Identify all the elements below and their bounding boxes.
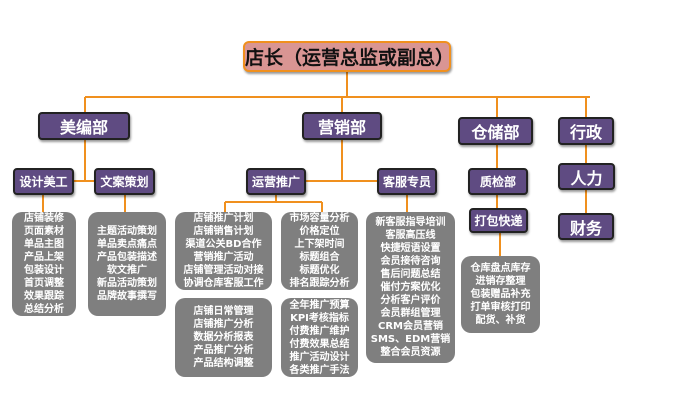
duty-item: 排名跟踪分析 (289, 278, 350, 289)
duty-item: 催付方案优化 (380, 282, 441, 293)
ops-duties-1: 店铺推广计划店铺销售计划渠道公关BD合作营销推广活动店铺管理活动对接协调仓库客服… (175, 212, 272, 290)
duty-item: 全年推广预算 (289, 299, 350, 311)
warehouse-duties: 仓库盘点库存进销存整理包装赠品补充打单审核打印配货、补货 (461, 256, 540, 333)
packing-node: 打包快递 (469, 208, 528, 233)
duty-item: 付费推广维护 (289, 325, 350, 337)
duty-item: 包装设计 (24, 265, 64, 276)
finance-node: 财务 (558, 213, 614, 240)
duty-item: 店铺日常管理 (193, 306, 254, 317)
duty-item: 标题优化 (299, 265, 340, 276)
duty-item: 首页调整 (24, 278, 64, 289)
duty-item: 效果跟踪 (24, 291, 64, 302)
duty-item: 推广活动设计 (289, 351, 350, 363)
duty-item: 店铺推广分析 (193, 319, 254, 330)
duty-item: 打单审核打印 (470, 302, 531, 313)
duty-item: 产品包装描述 (97, 252, 157, 263)
art-department-node: 美编部 (38, 112, 130, 140)
duty-item: 店铺装修 (24, 213, 64, 224)
design-duties: 店铺装修页面素材单品主图产品上架包装设计首页调整效果跟踪总结分析 (12, 212, 76, 316)
duty-item: 付费效果总结 (289, 338, 350, 350)
duty-item: 标题组合 (299, 252, 340, 263)
ops-duties-2: 市场容量分析价格定位上下架时间标题组合标题优化排名跟踪分析 (281, 212, 358, 290)
store-manager-node: 店长（运营总监或副总） (243, 41, 454, 72)
duty-item: 快捷短语设置 (380, 243, 441, 254)
duty-item: 协调仓库客服工作 (183, 278, 264, 289)
duty-item: CRM会员营销 (378, 321, 443, 332)
duty-item: 新客服指导培训 (375, 217, 446, 228)
duty-item: 单品卖点痛点 (97, 239, 157, 250)
duty-item: 分析客户评价 (380, 295, 441, 306)
warehouse-department-node: 仓储部 (458, 117, 533, 145)
duty-item: SMS、EDM营销 (370, 334, 451, 345)
duty-item: 产品推广分析 (193, 345, 254, 356)
hr-node: 人力 (558, 163, 615, 190)
duty-item: 新品活动策划 (97, 278, 157, 289)
duty-item: 品牌故事撰写 (97, 291, 157, 302)
duty-item: 营销推广活动 (193, 252, 254, 263)
duty-item: 包装赠品补充 (470, 289, 531, 300)
duty-item: 进销存整理 (475, 276, 526, 287)
duty-item: 店铺销售计划 (193, 226, 254, 237)
duty-item: 仓库盘点库存 (470, 263, 531, 274)
duty-item: 单品主图 (24, 239, 64, 250)
duty-item: 主题活动策划 (97, 226, 157, 237)
duty-item: 会员接待咨询 (380, 256, 441, 267)
duty-item: 数据分析报表 (193, 332, 254, 343)
duty-item: 整合会员资源 (380, 347, 441, 358)
duty-item: 市场容量分析 (289, 213, 350, 224)
duty-item: 店铺管理活动对接 (183, 265, 264, 276)
ops-duties-3: 店铺日常管理店铺推广分析数据分析报表产品推广分析产品结构调整 (175, 298, 272, 377)
duty-item: 价格定位 (299, 226, 340, 237)
duty-item: 客服高压线 (385, 230, 436, 241)
duty-item: KPI考核指标 (290, 312, 349, 324)
duty-item: 各类推广手法 (289, 364, 350, 376)
quality-check-node: 质检部 (468, 168, 528, 195)
duty-item: 配货、补货 (475, 315, 526, 326)
marketing-department-node: 营销部 (302, 112, 382, 140)
duty-item: 上下架时间 (294, 239, 345, 250)
duty-item: 页面素材 (24, 226, 64, 237)
customer-service-node: 客服专员 (377, 168, 437, 195)
copy-duties: 主题活动策划单品卖点痛点产品包装描述软文推广新品活动策划品牌故事撰写 (88, 212, 166, 316)
duty-item: 总结分析 (24, 304, 64, 315)
duty-item: 渠道公关BD合作 (185, 239, 262, 250)
duty-item: 产品上架 (24, 252, 64, 263)
duty-item: 店铺推广计划 (193, 213, 254, 224)
duty-item: 软文推广 (107, 265, 147, 276)
admin-department-node: 行政 (558, 117, 614, 145)
cs-duties: 新客服指导培训客服高压线快捷短语设置会员接待咨询售后问题总结催付方案优化分析客户… (366, 212, 455, 363)
duty-item: 会员群组管理 (380, 308, 441, 319)
operations-node: 运营推广 (246, 168, 306, 195)
duty-item: 产品结构调整 (193, 358, 254, 369)
duty-item: 售后问题总结 (380, 269, 441, 280)
copywriting-node: 文案策划 (94, 168, 155, 195)
design-node: 设计美工 (13, 168, 74, 195)
